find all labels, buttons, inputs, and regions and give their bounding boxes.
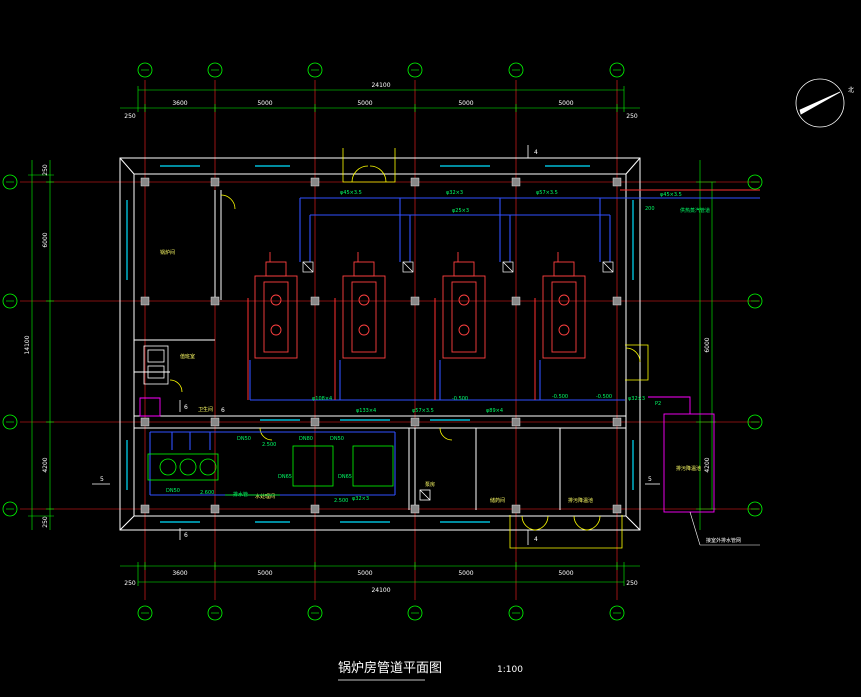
room-toilet: 卫生间 xyxy=(198,406,213,413)
label-elev-c2: 2.500 xyxy=(334,498,348,504)
label-dn65-a: DN65 xyxy=(278,474,292,480)
label-dia-h: φ32×3 xyxy=(352,496,369,502)
label-boiler-supply: φ25×3 xyxy=(452,208,469,214)
bottom-span-4: 5000 xyxy=(458,570,473,577)
label-dn80: DN80 xyxy=(299,436,313,442)
valves xyxy=(302,261,614,273)
boiler-4 xyxy=(542,252,586,359)
label-elev-3: -0.500 xyxy=(452,396,468,402)
boiler-3 xyxy=(442,252,486,359)
top-span-1: 3600 xyxy=(172,100,187,107)
top-left-end: 250 xyxy=(124,113,136,120)
label-elev-1: φ108×4 xyxy=(312,396,332,402)
room-sewage: 排污降温池 xyxy=(568,497,593,504)
boiler-2 xyxy=(342,252,386,359)
bottom-left-end: 250 xyxy=(124,580,136,587)
label-dn50-a: DN50 xyxy=(237,436,251,442)
label-drain: 排水管 xyxy=(233,491,248,498)
label-dia-a: φ45×3.5 xyxy=(340,190,362,196)
water-treatment-equipment xyxy=(147,445,394,496)
axis-bubbles xyxy=(2,62,763,621)
sewage-tank xyxy=(139,396,715,513)
left-top-end: 250 xyxy=(42,164,49,176)
top-right-end: 250 xyxy=(626,113,638,120)
left-total-dim: 14100 xyxy=(24,335,31,354)
label-elev-2: φ133×4 xyxy=(356,408,376,414)
bottom-span-1: 3600 xyxy=(172,570,187,577)
drawing-title: 锅炉房管道平面图 xyxy=(338,660,442,676)
windows xyxy=(126,165,634,523)
left-span-1: 6000 xyxy=(42,232,49,247)
left-bottom-end: 250 xyxy=(42,516,49,528)
room-water-treatment: 水处理间 xyxy=(255,493,275,500)
right-total-dim: 6000 xyxy=(704,337,711,352)
right-lower-dim: 4200 xyxy=(704,457,711,472)
control-cabinet xyxy=(143,345,431,501)
room-storage: 储药间 xyxy=(490,497,505,504)
label-dia-g: φ32×3 xyxy=(628,396,645,402)
section-a: 6 xyxy=(184,404,188,411)
sewage-outlet-leader xyxy=(689,511,760,546)
top-span-2: 5000 xyxy=(257,100,272,107)
section-bottom: 4 xyxy=(534,536,538,543)
sewage-outlet-label: 接室外排水管网 xyxy=(706,537,741,544)
label-dia-b: φ32×3 xyxy=(446,190,463,196)
label-dn50-b: DN50 xyxy=(330,436,344,442)
bottom-span-2: 5000 xyxy=(257,570,272,577)
dimension-lines xyxy=(28,86,716,586)
label-p2: P2 xyxy=(655,401,661,407)
label-dia-c: φ57×3.5 xyxy=(536,190,558,196)
drawing-scale: 1:100 xyxy=(497,665,523,675)
bottom-total-dim: 24100 xyxy=(371,587,390,594)
boiler-1 xyxy=(254,252,298,359)
label-dn65-b: DN65 xyxy=(338,474,352,480)
label-dia-d: φ45×3.5 xyxy=(660,192,682,198)
label-elev-4: -0.500 xyxy=(552,394,568,400)
steam-piping xyxy=(149,197,760,496)
bottom-span-3: 5000 xyxy=(357,570,372,577)
label-elev-c1: 2.500 xyxy=(262,442,276,448)
section-top: 4 xyxy=(534,149,538,156)
label-dia-f: φ57×3.5 xyxy=(412,408,434,414)
bottom-span-5: 5000 xyxy=(558,570,573,577)
label-dn50-c: DN50 xyxy=(166,488,180,494)
label-dim-200: 200 xyxy=(645,206,655,212)
walls xyxy=(119,157,641,531)
section-b: 6 xyxy=(184,532,188,539)
doors xyxy=(169,148,649,549)
label-steam-out: 供热蒸汽管道 xyxy=(680,207,710,214)
water-piping xyxy=(247,189,760,400)
north-label: 北 xyxy=(848,86,854,94)
left-span-2: 4200 xyxy=(42,457,49,472)
section-marks xyxy=(92,145,660,545)
room-pump: 泵房 xyxy=(425,481,435,488)
sewage-tank-label: 排污降温池 xyxy=(676,465,701,472)
axis-bubble-ticks xyxy=(6,69,759,614)
label-elev-b: 2.600 xyxy=(200,490,214,496)
section-left: 5 xyxy=(100,476,104,483)
bottom-right-end: 250 xyxy=(626,580,638,587)
label-dia-e: φ89×4 xyxy=(486,408,503,414)
north-arrow-icon xyxy=(795,78,845,128)
top-span-3: 5000 xyxy=(357,100,372,107)
top-span-4: 5000 xyxy=(458,100,473,107)
label-elev-5: -0.500 xyxy=(596,394,612,400)
section-c: 6 xyxy=(221,407,225,414)
section-right: 5 xyxy=(648,476,652,483)
top-span-5: 5000 xyxy=(558,100,573,107)
columns xyxy=(140,177,622,514)
room-boiler-hall: 锅炉间 xyxy=(160,249,175,256)
top-total-dim: 24100 xyxy=(371,82,390,89)
room-control: 值班室 xyxy=(180,353,195,360)
